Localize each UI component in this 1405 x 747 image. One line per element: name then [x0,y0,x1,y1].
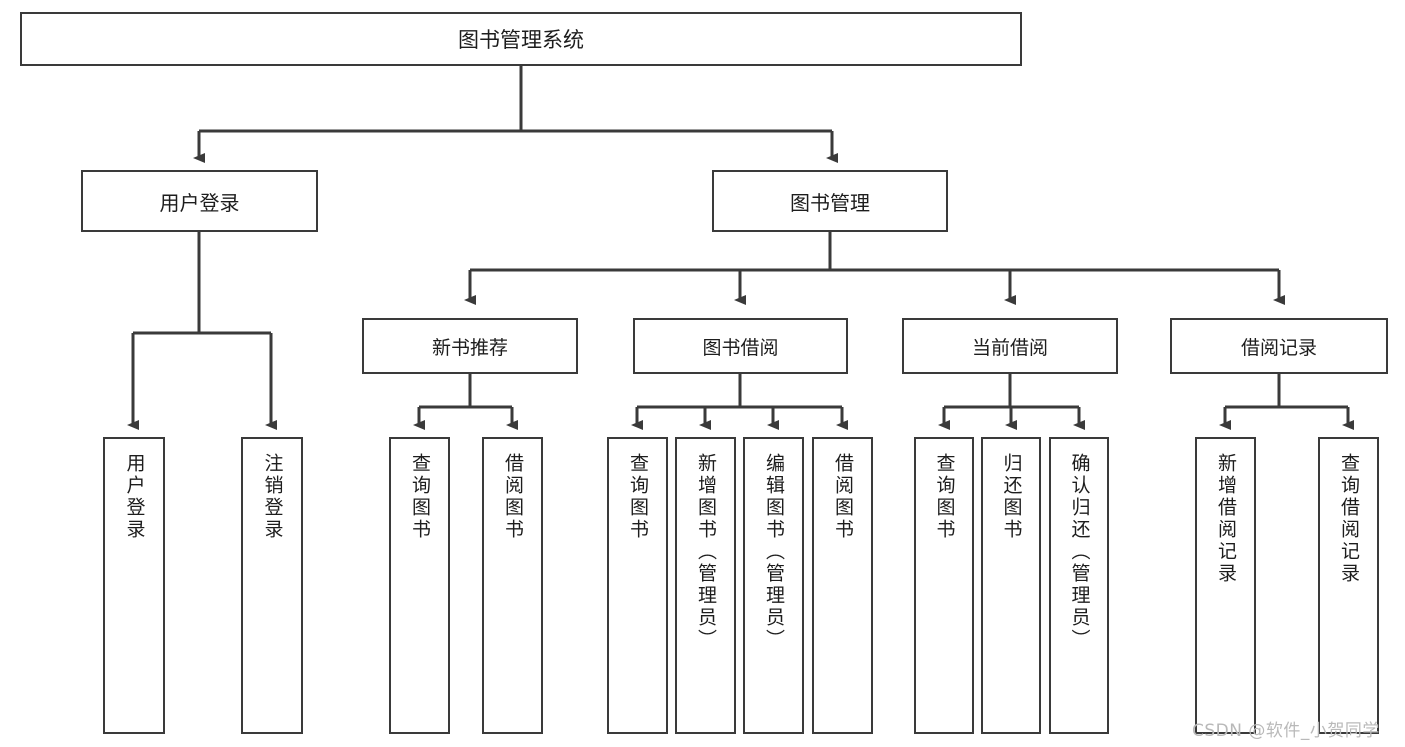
node-current-borrow[interactable]: 当前借阅 [902,318,1118,374]
node-borrow-record-label: 借阅记录 [1240,336,1317,359]
leaf-label: 归还图书 [1000,453,1023,541]
leaf-user-login-signin[interactable]: 用户登录 [103,437,165,734]
leaf-recommend-borrow-book[interactable]: 借阅图书 [482,437,543,734]
node-book-borrow[interactable]: 图书借阅 [633,318,848,374]
leaf-label: 用户登录 [123,453,146,541]
csdn-watermark: CSDN @软件_小贺同学 [1192,721,1380,741]
leaf-record-query-record[interactable]: 查询借阅记录 [1318,437,1379,734]
leaf-label: 新增借阅记录 [1215,453,1237,585]
leaf-label: 查询图书 [933,453,956,541]
leaf-borrow-borrow-book[interactable]: 借阅图书 [812,437,873,734]
leaf-current-return-book[interactable]: 归还图书 [981,437,1041,734]
leaf-borrow-edit-book[interactable]: 编辑图书（管理员） [743,437,804,734]
node-book-management[interactable]: 图书管理 [712,170,948,232]
leaf-label: 借阅图书 [832,453,854,541]
leaf-record-add-record[interactable]: 新增借阅记录 [1195,437,1256,734]
node-new-book-recommend-label: 新书推荐 [431,336,508,359]
node-current-borrow-label: 当前借阅 [971,336,1048,359]
node-new-book-recommend[interactable]: 新书推荐 [362,318,578,374]
node-user-login[interactable]: 用户登录 [81,170,318,232]
node-book-borrow-label: 图书借阅 [702,336,779,359]
leaf-recommend-query-book[interactable]: 查询图书 [389,437,450,734]
leaf-current-confirm-return[interactable]: 确认归还（管理员） [1049,437,1109,734]
node-borrow-record[interactable]: 借阅记录 [1170,318,1388,374]
leaf-label: 借阅图书 [502,453,524,541]
leaf-label: 查询图书 [409,453,431,541]
leaf-label: 查询图书 [627,453,649,541]
leaf-borrow-add-book[interactable]: 新增图书（管理员） [675,437,736,734]
leaf-label: 查询借阅记录 [1338,453,1360,585]
leaf-current-query-book[interactable]: 查询图书 [914,437,974,734]
node-book-management-label: 图书管理 [790,190,870,215]
leaf-label: 编辑图书（管理员） [763,453,785,651]
leaf-label: 确认归还（管理员） [1068,453,1091,651]
node-root[interactable]: 图书管理系统 [20,12,1022,66]
leaf-user-login-signout[interactable]: 注销登录 [241,437,303,734]
node-user-login-label: 用户登录 [159,190,240,215]
leaf-label: 注销登录 [261,453,284,541]
node-root-label: 图书管理系统 [458,28,584,52]
leaf-borrow-query-book[interactable]: 查询图书 [607,437,668,734]
leaf-label: 新增图书（管理员） [695,453,717,651]
